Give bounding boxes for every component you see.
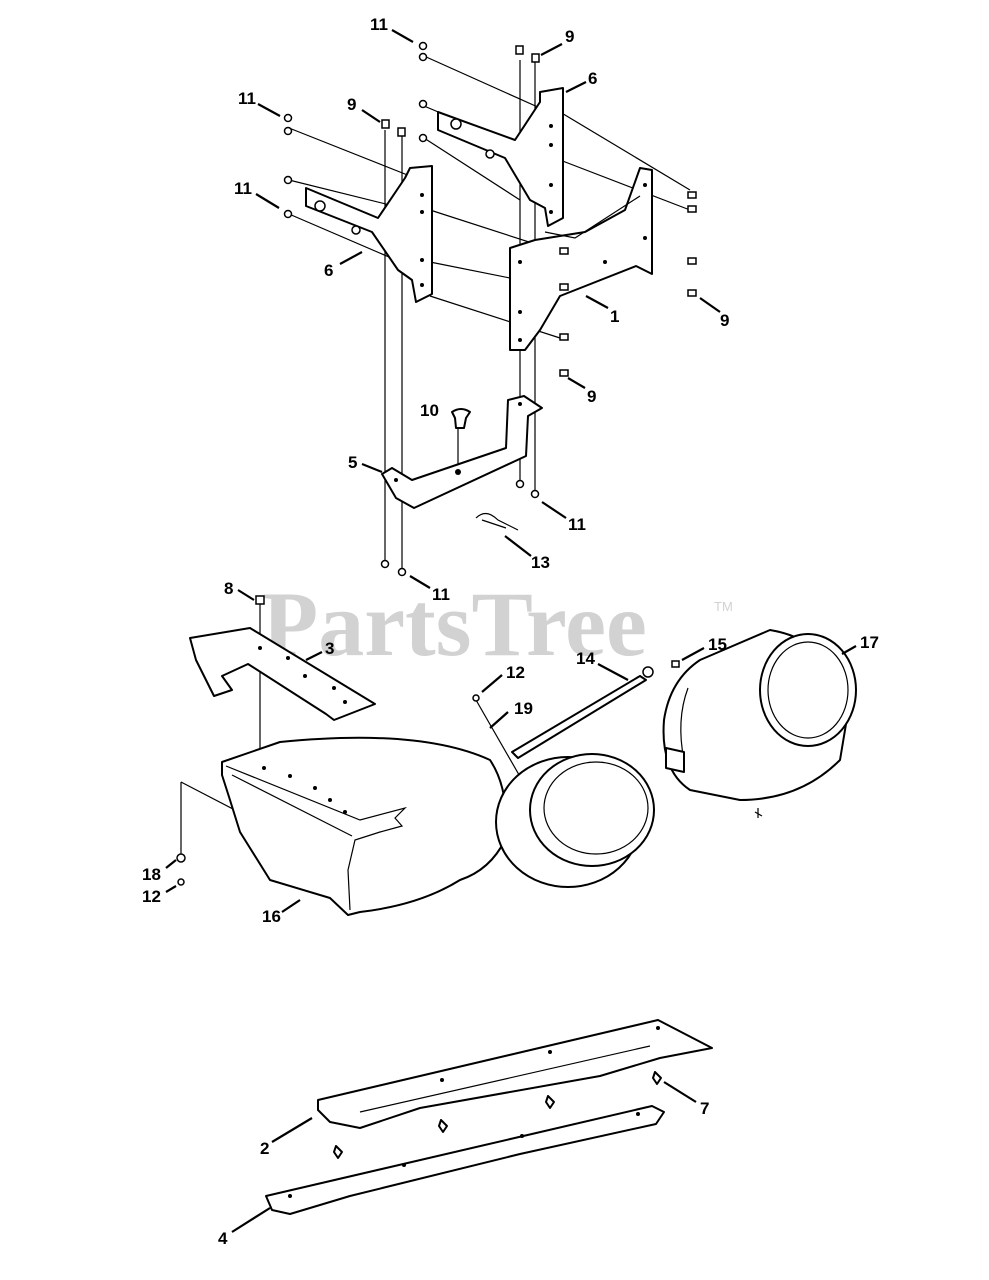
callout-10: 10 — [420, 401, 439, 420]
bracket-1 — [509, 167, 653, 351]
callout-8: 8 — [224, 579, 233, 598]
watermark-trademark: TM — [714, 599, 733, 614]
watermark-text: PartsTree — [262, 573, 647, 675]
callout-9: 9 — [720, 311, 729, 330]
assembly-lines — [180, 55, 691, 854]
callout-11: 11 — [568, 515, 586, 534]
callout-14: 14 — [576, 649, 595, 668]
chute-16 — [221, 736, 655, 916]
callout-11: 11 — [432, 585, 450, 604]
pin-10 — [451, 408, 471, 429]
callout-7: 7 — [700, 1099, 709, 1118]
callout-11: 11 — [238, 89, 256, 108]
plate-2 — [317, 1019, 713, 1159]
bracket-6-lower — [305, 165, 433, 303]
rod-14 — [511, 666, 654, 759]
tube-17 — [662, 629, 857, 801]
callout-2: 2 — [260, 1139, 269, 1158]
callout-13: 13 — [531, 553, 550, 572]
callout-4: 4 — [218, 1229, 228, 1248]
support-5 — [381, 395, 543, 509]
callout-15: 15 — [708, 635, 727, 654]
callout-11: 11 — [370, 15, 388, 34]
callout-12: 12 — [506, 663, 525, 682]
callout-17: 17 — [860, 633, 879, 652]
bracket-6-upper — [437, 87, 564, 227]
plate-4 — [265, 1105, 665, 1215]
callout-5: 5 — [348, 453, 357, 472]
callout-16: 16 — [262, 907, 281, 926]
callout-9: 9 — [587, 387, 596, 406]
callout-6: 6 — [324, 261, 333, 280]
callout-11: 11 — [234, 179, 252, 198]
leader-lines — [165, 29, 857, 1233]
callout-3: 3 — [325, 639, 334, 658]
callout-9: 9 — [565, 27, 574, 46]
hairpin-13 — [475, 512, 519, 531]
callout-12: 12 — [142, 887, 161, 906]
callout-18: 18 — [142, 865, 161, 884]
callout-6: 6 — [588, 69, 597, 88]
callout-19: 19 — [514, 699, 533, 718]
callouts: 11 9 6 11 9 11 6 1 9 9 10 5 11 13 11 8 3… — [142, 15, 879, 1248]
callout-9: 9 — [347, 95, 356, 114]
hardware — [176, 41, 763, 886]
callout-1: 1 — [610, 307, 619, 326]
plate-3 — [189, 627, 376, 721]
